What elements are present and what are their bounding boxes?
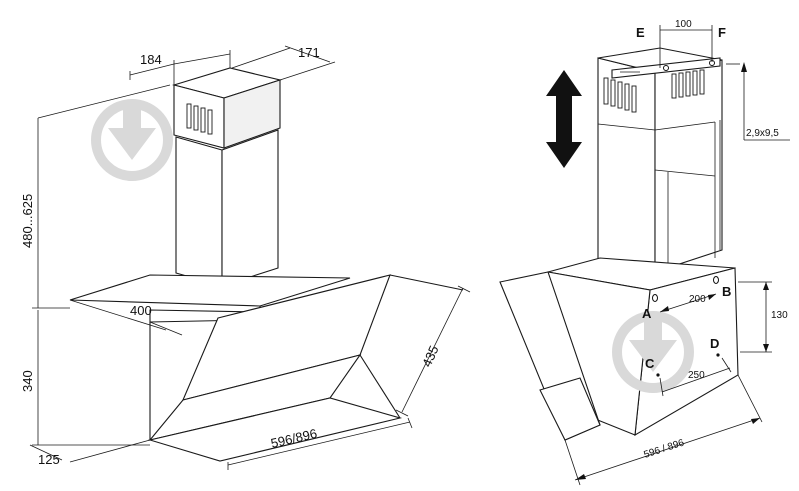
dim-body-height: 340 xyxy=(20,310,150,446)
dim-chimney-height: 480...625 xyxy=(20,84,171,309)
dim-text-596-896-right: 596 / 896 xyxy=(643,437,686,460)
dim-text-435: 435 xyxy=(419,343,442,369)
dim-text-125: 125 xyxy=(38,452,60,467)
dim-chimney-width: 171 xyxy=(231,45,336,81)
canopy-top xyxy=(69,274,351,307)
point-label-c: C xyxy=(645,356,655,371)
chimney-vents xyxy=(186,103,213,135)
dim-chimney-depth: 184 xyxy=(129,50,231,85)
mounting-holes xyxy=(652,276,720,377)
glass-lower xyxy=(539,377,601,441)
download-watermark-icon xyxy=(91,99,173,181)
dim-text-400: 400 xyxy=(130,303,152,318)
dim-glass-height: 435 xyxy=(395,285,471,417)
dim-canopy-depth: 400 xyxy=(69,299,183,336)
point-label-a: A xyxy=(642,306,652,321)
dim-text-250: 250 xyxy=(688,370,705,381)
right-hood-view: 100 E F 2,9x9,5 A B xyxy=(499,19,790,486)
double-vertical-arrow-icon xyxy=(546,70,582,168)
dim-hole-horizontal: 200 xyxy=(659,293,717,313)
point-label-e: E xyxy=(636,25,645,40)
dim-text-184: 184 xyxy=(140,52,162,67)
dim-bracket-spacing: 100 xyxy=(659,19,713,68)
dim-hole-lower: 250 xyxy=(659,357,732,397)
dim-text-200: 200 xyxy=(689,294,706,305)
point-label-f: F xyxy=(718,25,726,40)
dim-text-480-625: 480...625 xyxy=(20,194,35,248)
dim-text-340: 340 xyxy=(20,370,35,392)
point-label-d: D xyxy=(710,336,719,351)
chimney-upper-side xyxy=(223,79,281,149)
left-hood-view: 184 171 480...625 400 435 xyxy=(20,45,471,470)
dim-hole-vertical: 130 xyxy=(738,281,788,353)
chimney-vents-right xyxy=(603,69,705,113)
dim-text-2-9x9-5: 2,9x9,5 xyxy=(746,128,779,139)
download-watermark-icon-right xyxy=(612,311,694,393)
chimney-lower-side xyxy=(221,129,279,287)
dim-text-100: 100 xyxy=(675,19,692,30)
dim-text-171: 171 xyxy=(298,45,320,60)
dim-screw: 2,9x9,5 xyxy=(741,62,790,141)
chimney-lower-front xyxy=(175,136,223,287)
point-label-b: B xyxy=(722,284,731,299)
dim-bottom-depth: 125 xyxy=(29,439,151,467)
dim-text-130: 130 xyxy=(771,310,788,321)
